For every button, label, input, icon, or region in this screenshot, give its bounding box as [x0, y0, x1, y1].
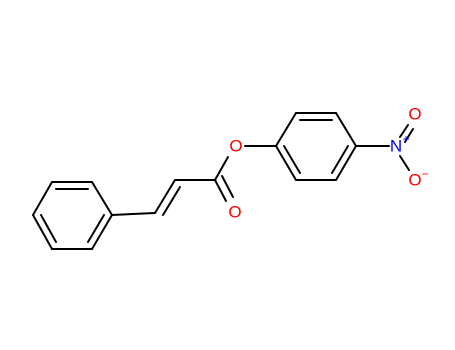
bond-aryl-1 — [275, 112, 297, 147]
bond-N-O-top — [399, 124, 409, 138]
bond-phenyl-2 — [91, 181, 113, 216]
bond-aryl-3 — [335, 112, 357, 147]
atom-ester-oxygen: O — [229, 137, 242, 156]
bond-N-O-top-double — [404, 128, 414, 143]
atom-nitro-oxygen-top: O — [408, 105, 421, 124]
bond-carbonyl-to-esterO — [214, 156, 229, 181]
bond-vinyl-double — [162, 186, 181, 216]
bond-aryl-4 — [335, 145, 357, 181]
bond-carbonyl-O-double — [221, 175, 234, 198]
bond-phenyl-inner-2 — [87, 214, 105, 243]
bond-aryl-6 — [275, 145, 297, 181]
bond-aryl-inner-3 — [283, 145, 301, 174]
atom-carbonyl-oxygen: O — [228, 203, 241, 222]
atom-nitro-nitrogen: N — [390, 137, 402, 156]
bond-vinyl — [154, 179, 176, 214]
atoms: O O N + O O − — [228, 105, 428, 222]
bond-carbonyl-O — [214, 179, 227, 202]
atom-nitro-oxygen-bottom: O — [408, 171, 421, 190]
bond-phenyl-6 — [32, 181, 53, 216]
bond-N-O-bottom — [399, 155, 410, 171]
charge-nitrogen: + — [402, 132, 409, 146]
bonds — [32, 112, 414, 250]
bond-phenyl-5 — [32, 214, 53, 250]
bond-aryl-inner-2 — [331, 145, 349, 174]
charge-oxygen: − — [421, 167, 428, 181]
bond-phenyl-3 — [91, 214, 113, 250]
bond-phenyl-inner-3 — [40, 214, 57, 243]
bond-ring-to-vinyl — [111, 212, 156, 216]
